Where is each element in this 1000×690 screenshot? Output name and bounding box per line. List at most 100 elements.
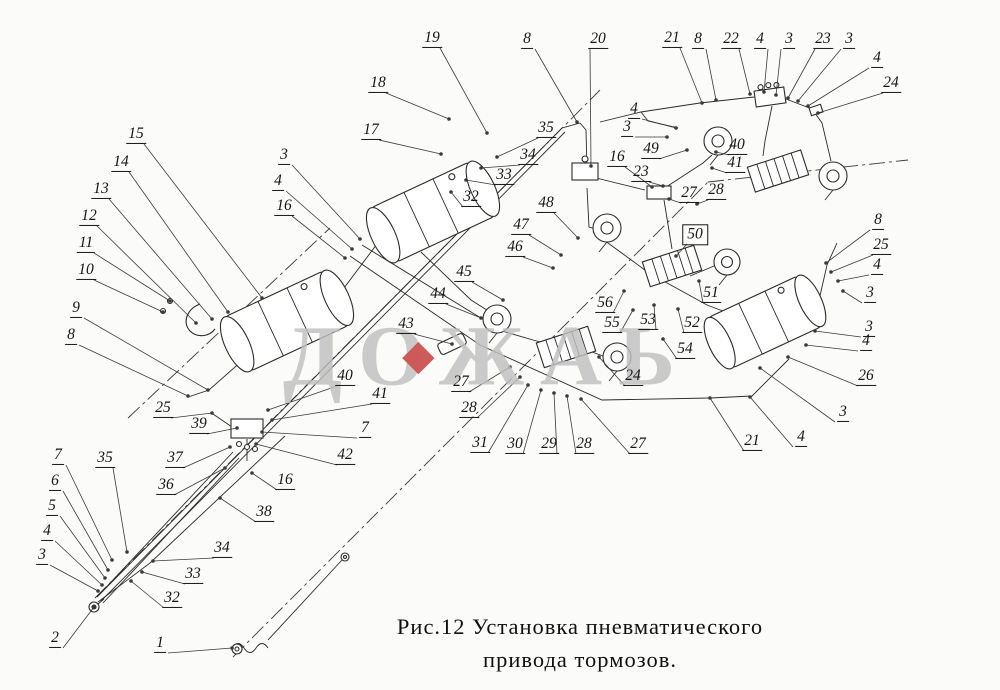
callout-29: 29 — [539, 435, 559, 455]
callout-46: 46 — [505, 238, 525, 258]
callout-23: 23 — [813, 30, 833, 50]
callout-28: 28 — [706, 181, 726, 201]
caption-line-1: Рис.12 Установка пневматического — [396, 614, 764, 639]
air-reservoir-front — [365, 160, 501, 264]
callout-55: 55 — [602, 314, 622, 334]
callout-56: 56 — [595, 294, 615, 314]
caption-line-2: привода тормозов. — [483, 646, 677, 672]
callout-19: 19 — [422, 29, 442, 49]
figure-caption: Рис.12 Установка пневматического привода… — [300, 611, 860, 676]
callout-44: 44 — [428, 285, 448, 305]
callout-26: 26 — [856, 367, 876, 387]
callout-3: 3 — [837, 403, 849, 423]
callout-16: 16 — [607, 148, 627, 168]
callout-51: 51 — [701, 284, 721, 304]
callout-52: 52 — [682, 314, 702, 334]
callout-8: 8 — [65, 326, 77, 346]
callout-54: 54 — [675, 340, 695, 360]
callout-8: 8 — [692, 30, 704, 50]
callout-28: 28 — [459, 399, 479, 419]
air-reservoir-middle — [219, 269, 355, 373]
callout-32: 32 — [162, 589, 182, 609]
callout-27: 27 — [628, 435, 648, 455]
callout-3: 3 — [278, 146, 290, 166]
callout-3: 3 — [864, 284, 876, 304]
callout-4: 4 — [41, 522, 53, 542]
brake-chamber-4 — [713, 248, 741, 286]
callout-27: 27 — [679, 184, 699, 204]
callout-34: 34 — [518, 146, 538, 166]
callout-35: 35 — [95, 449, 115, 469]
callout-3: 3 — [783, 30, 795, 50]
callout-4: 4 — [628, 100, 640, 120]
callout-21: 21 — [662, 29, 682, 49]
callout-41: 41 — [370, 385, 390, 405]
hose-connector — [340, 552, 350, 562]
callout-7: 7 — [52, 446, 64, 466]
callout-39: 39 — [189, 415, 209, 435]
callout-42: 42 — [335, 446, 355, 466]
callout-13: 13 — [91, 180, 111, 200]
callout-4: 4 — [871, 49, 883, 69]
callout-21: 21 — [742, 432, 762, 452]
callout-20: 20 — [588, 30, 608, 50]
callout-45: 45 — [454, 263, 474, 283]
callout-36: 36 — [156, 476, 176, 496]
callout-50: 50 — [682, 224, 708, 246]
callout-25: 25 — [153, 399, 173, 419]
air-reservoir-rear — [703, 274, 827, 370]
callout-31: 31 — [470, 434, 490, 454]
callout-47: 47 — [511, 216, 531, 236]
callout-25: 25 — [871, 236, 891, 256]
callout-27: 27 — [451, 373, 471, 393]
callout-34: 34 — [212, 539, 232, 559]
callout-3: 3 — [843, 30, 855, 50]
callout-4: 4 — [795, 428, 807, 448]
callout-8: 8 — [521, 30, 533, 50]
callout-28: 28 — [574, 435, 594, 455]
callout-11: 11 — [76, 234, 96, 254]
callout-30: 30 — [505, 435, 525, 455]
callout-41: 41 — [725, 154, 745, 174]
callout-7: 7 — [359, 419, 371, 439]
callout-23: 23 — [631, 163, 651, 183]
callout-33: 33 — [494, 166, 514, 186]
callout-22: 22 — [721, 30, 741, 50]
ribbed-block-top — [746, 149, 810, 193]
callout-17: 17 — [361, 121, 381, 141]
callout-3: 3 — [863, 318, 875, 338]
ribbed-block-lower — [535, 325, 597, 369]
callout-4: 4 — [871, 256, 883, 276]
callout-48: 48 — [536, 194, 556, 214]
callout-10: 10 — [76, 261, 96, 281]
callout-40: 40 — [727, 136, 747, 156]
callout-4: 4 — [860, 332, 872, 352]
callout-8: 8 — [872, 211, 884, 231]
callout-49: 49 — [641, 140, 661, 160]
callout-38: 38 — [254, 503, 274, 523]
callout-5: 5 — [46, 497, 58, 517]
callout-2: 2 — [49, 629, 61, 649]
callout-37: 37 — [165, 449, 185, 469]
callout-33: 33 — [183, 565, 203, 585]
callout-4: 4 — [754, 30, 766, 50]
callout-18: 18 — [368, 74, 388, 94]
callout-9: 9 — [70, 299, 82, 319]
callout-24: 24 — [623, 367, 643, 387]
callout-16: 16 — [274, 197, 294, 217]
callout-53: 53 — [638, 311, 658, 331]
callout-14: 14 — [111, 153, 131, 173]
brake-chamber-5 — [482, 304, 512, 344]
pneumatic-pipes — [96, 96, 838, 653]
callout-35: 35 — [536, 119, 556, 139]
callout-1: 1 — [154, 634, 166, 654]
callout-15: 15 — [126, 125, 146, 145]
callout-32: 32 — [461, 188, 481, 208]
callout-43: 43 — [396, 315, 416, 335]
callout-6: 6 — [49, 472, 61, 492]
callout-24: 24 — [881, 74, 901, 94]
coupling-head-hose — [231, 643, 243, 655]
callout-3: 3 — [36, 546, 48, 566]
